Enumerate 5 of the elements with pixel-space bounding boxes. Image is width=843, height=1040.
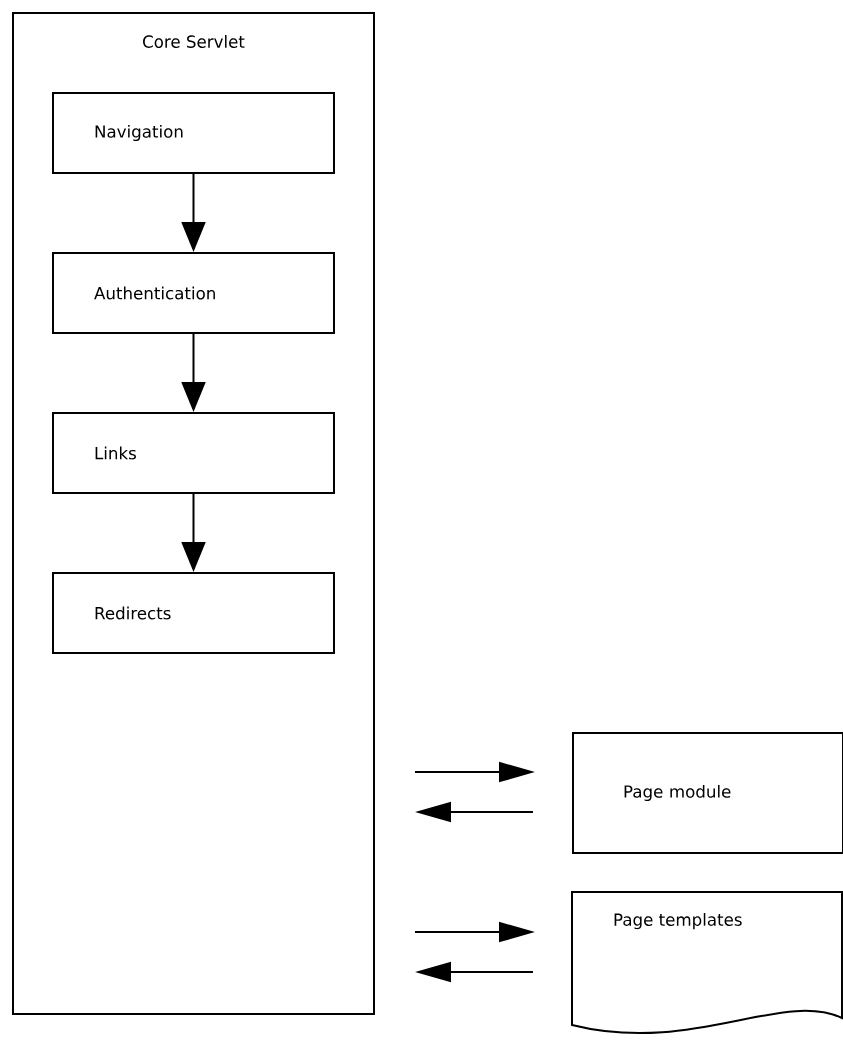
process-box: Links [52, 412, 335, 494]
process-box: Navigation [52, 92, 335, 174]
module-box: Page module [572, 732, 843, 854]
process-box: Redirects [52, 572, 335, 654]
process-box: Authentication [52, 252, 335, 334]
